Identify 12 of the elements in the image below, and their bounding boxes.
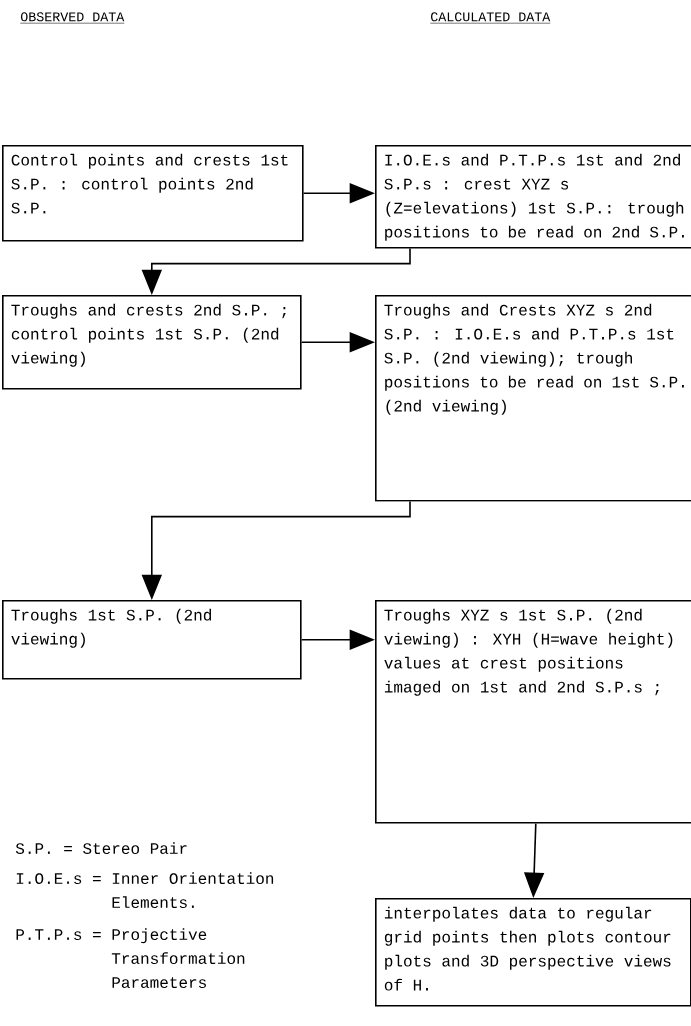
column-heading: CALCULATED DATA <box>430 12 551 24</box>
process-box: Troughs and Crests XYZ s 2nd S.P. : I.O.E.s and P.T.P.s 1st S.P. (2nd viewing); trough positions to be read on 1st S.P. (2nd viewing) <box>375 295 691 502</box>
process-box: Troughs XYZ s 1st S.P. (2nd viewing) : XYH (H=wave height) values at crest positions imaged on 1st and 2nd S.P.s ; <box>375 600 691 824</box>
note: P.T.P.s = Projective Transformation Parameters <box>16 928 245 988</box>
process-box: Troughs and crests 2nd S.P. ; control points 1st S.P. (2nd viewing) <box>2 295 302 390</box>
note: I.O.E.s = Inner Orientation Elements. <box>16 872 274 908</box>
process-box: Troughs 1st S.P. (2nd viewing) <box>2 600 302 680</box>
process-box: interpolates data to regular grid points then plots contour plots and 3D perspective views of H. <box>375 898 691 1007</box>
process-box: Control points and crests 1st S.P. : control points 2nd S.P. <box>2 145 304 242</box>
column-heading: OBSERVED DATA <box>20 12 125 24</box>
process-box: I.O.E.s and P.T.P.s 1st and 2nd S.P.s : crest XYZ s (Z=elevations) 1st S.P.: trough positions to be read on 2nd S.P. <box>375 145 691 249</box>
note: S.P. = Stereo Pair <box>15 842 187 854</box>
